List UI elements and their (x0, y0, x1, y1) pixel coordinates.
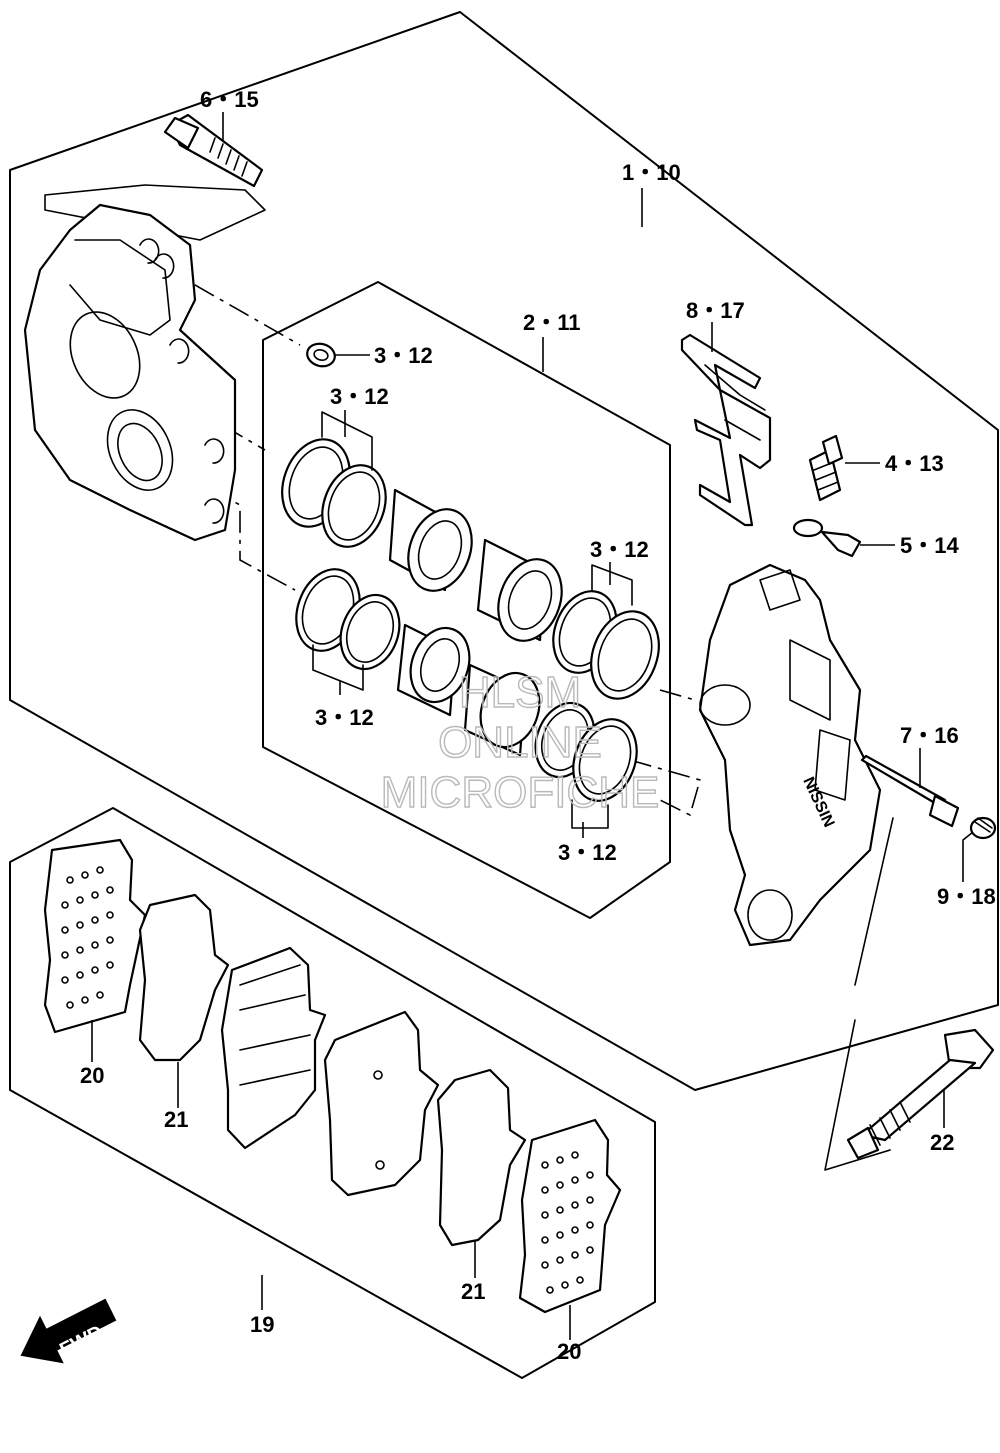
callout-3-12-lower-right: 3・12 (558, 840, 617, 865)
pad-shim-inner-right (436, 1068, 527, 1247)
brake-pad-right (323, 1010, 440, 1197)
callout-3-12-upper-right: 3・12 (590, 537, 649, 562)
callout-8-17: 8・17 (686, 298, 745, 323)
watermark-line-2: ONLINE (438, 718, 602, 767)
mounting-bolt-upper (163, 113, 264, 188)
callout-3-12-upper-left: 3・12 (330, 384, 389, 409)
callout-21-right: 21 (461, 1279, 485, 1304)
piston-set-outline (262, 281, 671, 919)
callout-3-12-washer: 3・12 (374, 343, 433, 368)
washer-seal-small (306, 342, 336, 368)
watermark: HLSM ONLINE MICROFICHE (380, 667, 660, 817)
bleeder-valve (808, 434, 844, 502)
pad-shim-outer-right (518, 1118, 622, 1314)
watermark-line-3: MICROFICHE (381, 768, 660, 817)
pad-spring (680, 333, 772, 527)
brake-pad-left (220, 946, 327, 1150)
callout-3-12-lower-left: 3・12 (315, 705, 374, 730)
callout-7-16: 7・16 (900, 723, 959, 748)
pistons (388, 488, 563, 757)
caliper-half-outer (23, 203, 237, 542)
callout-20-right: 20 (557, 1339, 581, 1364)
callout-21-left: 21 (164, 1107, 188, 1132)
watermark-line-1: HLSM (459, 668, 581, 717)
o-rings-right (534, 564, 660, 829)
callout-2-11: 2・11 (523, 310, 581, 335)
o-rings-left (281, 411, 401, 691)
fwd-arrow-icon: FWD (20, 1298, 117, 1364)
callout-20-left: 20 (80, 1063, 104, 1088)
bleeder-cap (792, 518, 862, 558)
mounting-bolt-lower (846, 1028, 995, 1160)
callout-9-18: 9・18 (937, 884, 996, 909)
pad-set-outline (9, 807, 656, 1379)
pad-shim-inner-left (138, 893, 230, 1062)
caliper-assembly-outline (9, 11, 999, 1091)
callout-5-14: 5・14 (900, 533, 959, 558)
pin-plug (969, 816, 997, 840)
callout-22: 22 (930, 1130, 954, 1155)
pad-pin (860, 754, 960, 828)
pad-shim-outer-left (43, 838, 147, 1034)
leader-lines (91, 112, 974, 1340)
caliper-half-inner: NISSIN (698, 563, 882, 947)
callout-labels: 6・15 1・10 2・11 3・12 3・12 3・12 3・12 3・12 … (80, 87, 996, 1364)
callout-19: 19 (250, 1312, 274, 1337)
callout-6-15: 6・15 (200, 87, 259, 112)
callout-1-10: 1・10 (622, 160, 681, 185)
callout-4-13: 4・13 (885, 451, 944, 476)
